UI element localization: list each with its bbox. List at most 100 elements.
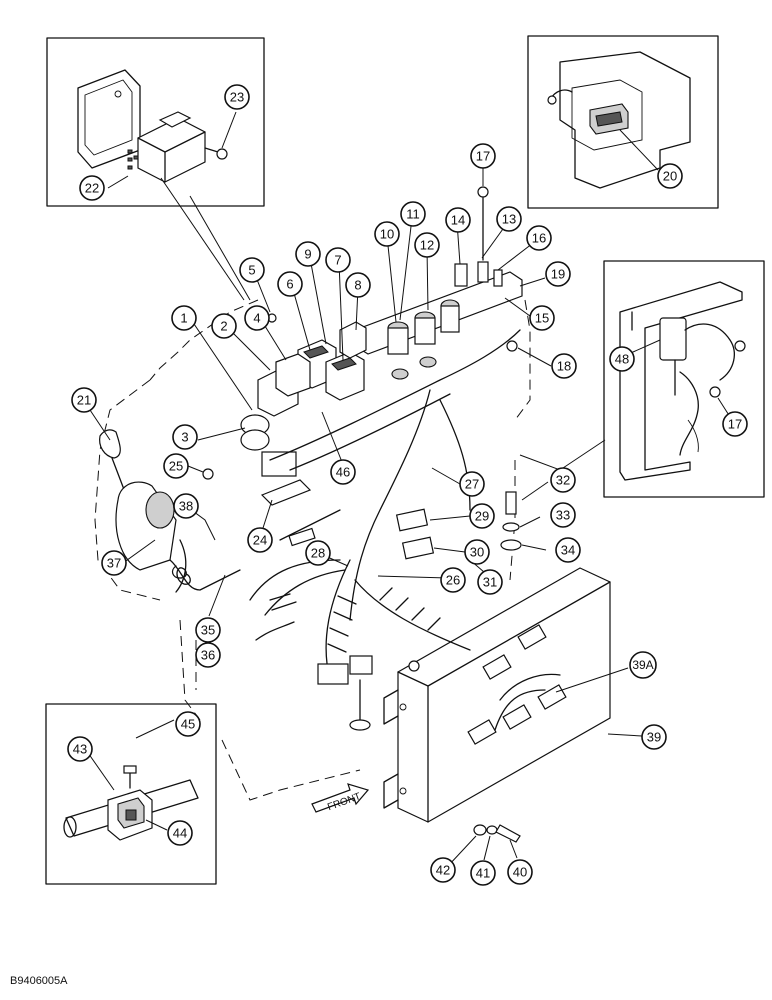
- callout-38: 38: [173, 493, 199, 519]
- callout-27: 27: [459, 471, 485, 497]
- svg-text:3: 3: [181, 430, 188, 445]
- svg-text:43: 43: [73, 742, 87, 757]
- callout-28: 28: [305, 540, 331, 566]
- svg-text:22: 22: [85, 181, 99, 196]
- svg-text:32: 32: [556, 473, 570, 488]
- callout-4: 4: [244, 305, 270, 331]
- callout-45: 45: [175, 711, 201, 737]
- callout-33: 33: [550, 502, 576, 528]
- callout-14: 14: [445, 207, 471, 233]
- callout-3: 3: [172, 424, 198, 450]
- svg-text:19: 19: [551, 267, 565, 282]
- callout-11: 11: [400, 201, 426, 227]
- svg-text:7: 7: [334, 253, 341, 268]
- callout-7: 7: [325, 247, 351, 273]
- inset-top-left: [46, 37, 265, 207]
- callout-10: 10: [374, 221, 400, 247]
- callout-25: 25: [163, 453, 189, 479]
- callout-42: 42: [430, 857, 456, 883]
- inset-right: [603, 260, 765, 498]
- callout-36: 36: [195, 642, 221, 668]
- svg-text:18: 18: [557, 359, 571, 374]
- svg-text:37: 37: [107, 556, 121, 571]
- svg-text:25: 25: [169, 459, 183, 474]
- svg-text:12: 12: [420, 238, 434, 253]
- callout-40: 40: [507, 859, 533, 885]
- svg-text:23: 23: [230, 90, 244, 105]
- svg-text:46: 46: [336, 465, 350, 480]
- callout-32: 32: [550, 467, 576, 493]
- svg-text:11: 11: [406, 207, 420, 222]
- svg-text:45: 45: [181, 717, 195, 732]
- callout-1: 1: [171, 305, 197, 331]
- svg-text:35: 35: [201, 623, 215, 638]
- callout-17-inset: 17: [722, 411, 748, 437]
- svg-text:41: 41: [476, 866, 490, 881]
- svg-text:15: 15: [535, 311, 549, 326]
- document-code: B9406005A: [10, 975, 68, 987]
- svg-text:17: 17: [476, 149, 490, 164]
- callout-48: 48: [609, 346, 635, 372]
- callout-26-bubble: 26: [440, 567, 466, 593]
- callout-19: 19: [545, 261, 571, 287]
- svg-text:6: 6: [286, 277, 293, 292]
- svg-text:42: 42: [436, 863, 450, 878]
- callout-24: 24: [247, 527, 273, 553]
- callout-29: 29: [469, 503, 495, 529]
- callout-37: 37: [101, 550, 127, 576]
- inset-bottom-left: [45, 703, 217, 885]
- svg-text:14: 14: [451, 213, 465, 228]
- svg-text:5: 5: [248, 263, 255, 278]
- callout-21: 21: [71, 387, 97, 413]
- svg-text:28: 28: [311, 546, 325, 561]
- svg-text:36: 36: [201, 648, 215, 663]
- svg-text:24: 24: [253, 533, 267, 548]
- svg-text:44: 44: [173, 826, 187, 841]
- console-outline: [94, 299, 531, 801]
- control-box: [383, 567, 611, 823]
- callout-18: 18: [551, 353, 577, 379]
- svg-text:39A: 39A: [632, 658, 653, 672]
- svg-text:38: 38: [179, 499, 193, 514]
- callout-34: 34: [555, 537, 581, 563]
- harness-assembly: FRONT: [99, 186, 523, 843]
- callout-43: 43: [67, 736, 93, 762]
- callout-44: 44: [167, 820, 193, 846]
- callout-2: 2: [211, 313, 237, 339]
- svg-text:8: 8: [354, 278, 361, 293]
- callout-5: 5: [239, 257, 265, 283]
- callout-22: 22: [79, 175, 105, 201]
- callouts: 1 2 3 4 5 6 7 8 9 10 11 12 13 14 15 16 1…: [67, 84, 748, 886]
- callout-46: 46: [330, 459, 356, 485]
- svg-text:31: 31: [483, 575, 497, 590]
- svg-text:16: 16: [532, 231, 546, 246]
- svg-text:9: 9: [304, 247, 311, 262]
- svg-text:17: 17: [728, 417, 742, 432]
- svg-text:1: 1: [180, 311, 187, 326]
- svg-text:29: 29: [475, 509, 489, 524]
- callout-30: 30: [464, 539, 490, 565]
- svg-text:13: 13: [502, 212, 516, 227]
- svg-text:10: 10: [380, 227, 394, 242]
- svg-text:4: 4: [253, 311, 260, 326]
- callout-41: 41: [470, 860, 496, 886]
- svg-text:34: 34: [561, 543, 575, 558]
- callout-13: 13: [496, 206, 522, 232]
- callout-39A: 39A: [629, 651, 657, 679]
- callout-6: 6: [277, 271, 303, 297]
- inset-top-right: [527, 35, 719, 209]
- svg-text:30: 30: [470, 545, 484, 560]
- svg-text:39: 39: [647, 730, 661, 745]
- svg-text:2: 2: [220, 319, 227, 334]
- leader-lines: [85, 111, 733, 867]
- svg-text:26: 26: [446, 573, 460, 588]
- svg-text:48: 48: [615, 352, 629, 367]
- callout-8: 8: [345, 272, 371, 298]
- svg-text:21: 21: [77, 393, 91, 408]
- callout-16: 16: [526, 225, 552, 251]
- svg-text:20: 20: [663, 169, 677, 184]
- svg-text:27: 27: [465, 477, 479, 492]
- callout-23: 23: [224, 84, 250, 110]
- svg-text:33: 33: [556, 508, 570, 523]
